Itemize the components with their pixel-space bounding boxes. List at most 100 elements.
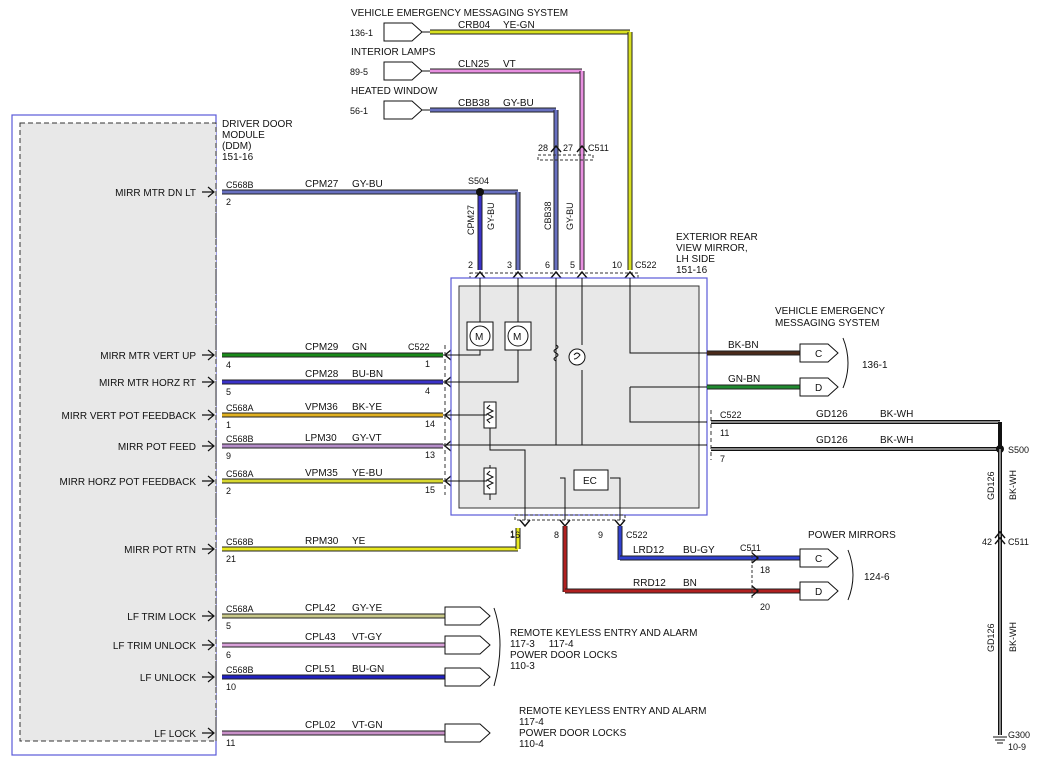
terminal-connector-icon [444,723,491,743]
ddm-pin-number: 1 [226,420,231,430]
ground-label: G300 [1008,730,1030,740]
gnd-vert-color: BK-WH [1008,470,1018,500]
terminal-connector-icon [383,100,423,120]
connector-arrow-icon [443,440,452,452]
c522-top-pin: 5 [570,260,575,270]
c511-pin-28: 28 [538,143,548,153]
wire-circuit-label: RPM30 [305,536,339,547]
ddm-pin-label: LF TRIM LOCK [127,612,196,623]
ddm-pin-number: 4 [226,360,231,370]
far-pin-number: 4 [425,386,430,396]
vertical-wire-color: GY-BU [565,202,575,230]
ec-label: EC [583,476,597,487]
ddm-pin-number: 9 [226,451,231,461]
wire-color-label: GY-VT [352,433,382,444]
ddm-pin-label: MIRR MTR VERT UP [100,351,196,362]
splice-s504-label: S504 [468,176,489,186]
wire-circuit-label: CPL02 [305,720,336,731]
svg-text:C: C [815,554,822,565]
vems-right-block: VEHICLE EMERGENCY MESSAGING SYSTEM 136-1 [775,306,888,389]
pin-arrow-icon [202,349,215,361]
vertical-wire-color: GY-BU [486,202,496,230]
ddm-pin-label: LF LOCK [154,729,196,740]
top-ref-code: 89-5 [350,67,368,77]
rke2-block: REMOTE KEYLESS ENTRY AND ALARM 117-4 POW… [519,706,706,750]
pin-arrow-icon [202,440,215,452]
wire-circuit-label: CPL51 [305,664,336,675]
splice-s504 [476,188,484,196]
ddm-pin-number: 10 [226,682,236,692]
c522-bottom-pin: 16 [510,530,520,540]
c511-top-connector: 28 27 C511 [537,143,609,161]
pin-arrow-icon [202,543,215,555]
top-ref-code: 136-1 [350,28,373,38]
svg-text:D: D [815,587,822,598]
wire-color-label: BK-BN [728,340,759,351]
ddm-pin-number: 2 [226,486,231,496]
motor-label: M [475,332,483,343]
c511-gnd-connector: 42 C511 [982,530,1029,547]
ddm-pin-number: 5 [226,621,231,631]
wire-color-label: YE [352,536,366,547]
ddm-name-line: (DDM) [222,141,251,152]
svg-text:POWER DOOR LOCKS: POWER DOOR LOCKS [510,650,618,661]
wire-circuit-label: CPL42 [305,603,336,614]
pm-color-label: BU-GY [683,545,715,556]
c511-pin-27: 27 [563,143,573,153]
ddm-pin-number: 2 [226,197,231,207]
terminal-d: D [799,581,839,601]
c511-conn-label: C511 [588,143,609,153]
ddm-conn-label: C568A [226,469,254,479]
ddm-conn-label: C568B [226,537,254,547]
wire-circuit-label: CBB38 [458,98,490,109]
far-pin-number: 14 [425,419,435,429]
ddm-module-body [19,122,217,742]
c522-bottom-label: C522 [626,530,648,540]
c511-pm-connector: C511 18 20 [740,543,770,612]
c522-top-pin: 10 [612,260,622,270]
ddm-pin-number: 21 [226,554,236,564]
power-mirrors-title: POWER MIRRORS [808,530,896,541]
wire-circuit-label: CPM29 [305,342,339,353]
svg-text:42: 42 [982,537,992,547]
vems-right-line: MESSAGING SYSTEM [775,318,879,329]
mirror-name-label: EXTERIOR REAR VIEW MIRROR, LH SIDE 151-1… [676,232,758,276]
potentiometer-icon [479,401,497,429]
pm-circuit-label: RRD12 [633,578,666,589]
motor-icon: M [466,321,494,351]
rke1-brace [493,607,501,687]
c522-top-pin: 2 [468,260,473,270]
wire-color-label: GY-YE [352,603,383,614]
terminal-connector-icon [383,22,423,42]
svg-text:REMOTE KEYLESS ENTRY AND ALARM: REMOTE KEYLESS ENTRY AND ALARM [519,706,706,717]
splice-s500-label: S500 [1008,445,1029,455]
pm-color-label: BN [683,578,697,589]
ddm-pin-label: LF TRIM UNLOCK [113,641,196,652]
ddm-pin-number: 5 [226,387,231,397]
svg-text:20: 20 [760,602,770,612]
pm-circuit-label: LRD12 [633,545,665,556]
wire-color-label: YE-GN [503,20,535,31]
far-conn-label: C522 [408,342,430,352]
wire-color-label: BU-GN [352,664,384,675]
pin-arrow-icon [202,610,215,622]
mirror-name-line: LH SIDE [676,254,715,265]
ddm-pin-label: MIRR VERT POT FEEDBACK [62,411,197,422]
ground-symbol-icon [993,736,1007,744]
pin-arrow-icon [202,186,215,198]
ec-module: EC [573,469,609,491]
wire-color-label: GY-BU [503,98,534,109]
top-ref-code: 56-1 [350,106,368,116]
terminal-connector-icon [444,635,491,655]
wire-circuit-label: CLN25 [458,59,490,70]
gnd-circuit-label: GD126 [816,409,848,420]
c522-top-pin: 3 [507,260,512,270]
